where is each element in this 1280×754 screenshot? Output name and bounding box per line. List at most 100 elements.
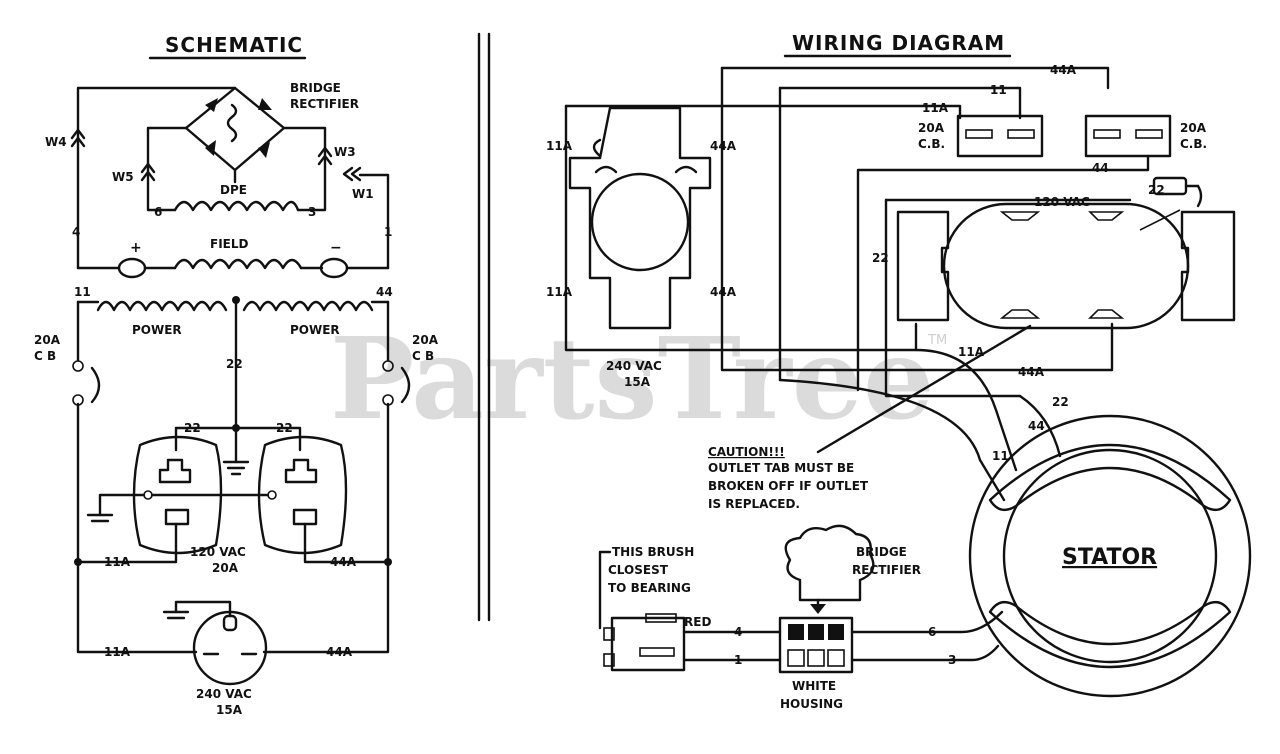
outlet-120-volts: 120 VAC	[190, 545, 246, 559]
r240-volts: 240 VAC	[606, 359, 662, 373]
cb-right-label-w: C.B.	[1180, 137, 1207, 151]
watermark-tm: TM	[927, 333, 947, 348]
bridge-label-1: BRIDGE	[290, 81, 341, 95]
caution-line-4: IS REPLACED.	[708, 497, 800, 511]
r240-wire-44a-top: 44A	[710, 139, 737, 153]
receptacle-120v	[896, 202, 1236, 330]
bottom-wire-11a: 11A	[104, 645, 131, 659]
white-housing-2: HOUSING	[780, 697, 843, 711]
outlet-240-amps: 15A	[216, 703, 243, 717]
brush-note-3: TO BEARING	[608, 581, 691, 595]
top-wire-11a: 11A	[922, 101, 949, 115]
caution-line-2: OUTLET TAB MUST BE	[708, 461, 854, 475]
receptacle-240v	[568, 106, 712, 330]
r240-wire-11a-top: 11A	[546, 139, 573, 153]
wire-22-center: 22	[226, 357, 243, 371]
power-coil-left	[96, 300, 228, 312]
watermark-text: PartsTree	[330, 314, 934, 445]
cb-left-amps-w: 20A	[918, 121, 945, 135]
outlet-240v	[162, 600, 268, 686]
r240-wire-11a-bot: 11A	[546, 285, 573, 299]
dpe-num-6: 6	[154, 205, 162, 219]
outlet-wire-11a: 11A	[104, 555, 131, 569]
wiring-panel: WIRING DIAGRAM 11A 44A 11A 44A 240 VAC 1…	[546, 31, 1252, 711]
housing-wire-3: 3	[948, 653, 956, 667]
outlet-120v-right	[257, 435, 348, 555]
top-wire-44: 44	[1092, 161, 1109, 175]
connector-w3: W3	[334, 145, 356, 159]
bridge-rectifier-part	[784, 524, 875, 614]
bridge-part-label-1: BRIDGE	[856, 545, 907, 559]
housing-wire-6: 6	[928, 625, 936, 639]
cb-right-amps-w: 20A	[1180, 121, 1207, 135]
field-minus: −	[330, 240, 342, 256]
circuit-breaker-right	[1084, 114, 1172, 158]
stator-label: STATOR	[1062, 545, 1157, 570]
outlet-120v-left	[132, 435, 223, 555]
white-housing-1: WHITE	[792, 679, 836, 693]
schematic-num-4: 4	[72, 225, 80, 239]
caution-heading: CAUTION!!!	[708, 445, 785, 459]
connector-w1: W1	[352, 187, 374, 201]
wiring-title: WIRING DIAGRAM	[792, 31, 1005, 55]
connector-w4: W4	[45, 135, 67, 149]
brush-plus	[117, 257, 147, 279]
wire-22-left: 22	[184, 421, 201, 435]
stator-wire-44: 44	[1028, 419, 1045, 433]
plug-connector	[1152, 176, 1203, 208]
bridge-rectifier-symbol	[184, 86, 286, 172]
cb-left-label-w: C.B.	[918, 137, 945, 151]
dpe-coil	[173, 200, 300, 212]
bridge-part-label-2: RECTIFIER	[852, 563, 921, 577]
dpe-label: DPE	[220, 183, 247, 197]
field-plus: +	[130, 240, 142, 256]
outlet-120-amps: 20A	[212, 561, 239, 575]
brush-wire-4: 4	[734, 625, 742, 639]
caution-line-3: BROKEN OFF IF OUTLET	[708, 479, 869, 493]
mid-wire-11a: 11A	[958, 345, 985, 359]
r120-wire-22: 22	[872, 251, 889, 265]
brush-holder	[603, 613, 686, 672]
cb-right-amps: 20A	[412, 333, 439, 347]
stator-wire-22: 22	[1052, 395, 1069, 409]
bottom-wire-44a: 44A	[326, 645, 353, 659]
top-wire-44a: 44A	[1050, 63, 1077, 77]
r240-wire-44a-bot: 44A	[710, 285, 737, 299]
brush-note-2: CLOSEST	[608, 563, 669, 577]
brush-minus	[319, 257, 349, 279]
connector-w5: W5	[112, 170, 134, 184]
stator-symbol	[968, 414, 1252, 698]
bridge-label-2: RECTIFIER	[290, 97, 359, 111]
power-label-right: POWER	[290, 323, 340, 337]
wire-22-right: 22	[276, 421, 293, 435]
brush-wire-1: 1	[734, 653, 742, 667]
r120-volts: 120 VAC	[1034, 195, 1090, 209]
outlet-wire-44a: 44A	[330, 555, 357, 569]
ground-symbol-center	[222, 426, 250, 476]
brush-note-1: THIS BRUSH	[612, 545, 694, 559]
schematic-title: SCHEMATIC	[165, 33, 303, 57]
mid-wire-44a: 44A	[1018, 365, 1045, 379]
cb-left-label: C B	[34, 349, 56, 363]
circuit-breaker-left	[956, 114, 1044, 158]
white-housing	[778, 616, 854, 674]
schematic-panel: SCHEMATIC BRIDGE RECTIFIER W4 W5 W3 W1 D…	[34, 33, 439, 717]
power-label-left: POWER	[132, 323, 182, 337]
cb-left-amps: 20A	[34, 333, 61, 347]
schematic-num-1: 1	[384, 225, 392, 239]
ground-symbol-left	[86, 493, 146, 523]
panel-divider	[477, 32, 491, 622]
schematic-num-11: 11	[74, 285, 91, 299]
dpe-num-3: 3	[308, 205, 316, 219]
field-coil	[173, 258, 303, 270]
top-wire-11: 11	[990, 83, 1007, 97]
brush-wire-red: RED	[684, 615, 711, 629]
outlet-240-volts: 240 VAC	[196, 687, 252, 701]
power-coil-right	[242, 300, 374, 312]
r240-amps: 15A	[624, 375, 651, 389]
field-label: FIELD	[210, 237, 249, 251]
cb-right-label: C B	[412, 349, 434, 363]
schematic-num-44: 44	[376, 285, 393, 299]
stator-wire-11: 11	[992, 449, 1009, 463]
